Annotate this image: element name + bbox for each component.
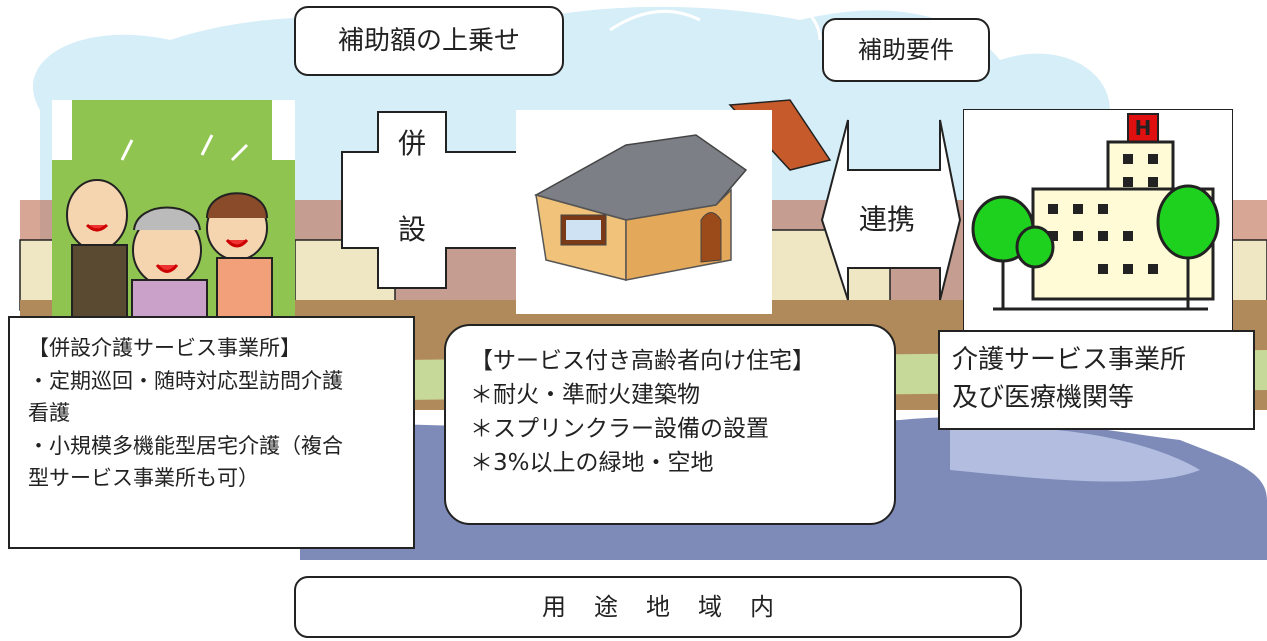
care-service-line-3: ・小規模多機能型居宅介護（複合 — [28, 433, 343, 458]
renkei-label: 連携 — [858, 203, 915, 236]
elderly-housing-item-3: ＊3%以上の緑地・空地 — [470, 450, 714, 477]
subsidy-addition-label: 補助額の上乗せ — [294, 6, 564, 76]
medical-institution-line-2: 及び医療機関等 — [952, 382, 1135, 413]
cloud-lines — [609, 0, 822, 41]
medical-institution-line-1: 介護サービス事業所 — [952, 345, 1187, 375]
hospital-illustration: H — [963, 109, 1233, 332]
medical-institution-box: 介護サービス事業所 及び医療機関等 — [938, 330, 1255, 430]
zoning-area-label: 用途地域内 — [294, 576, 1022, 638]
elderly-housing-title: 【サービス付き高齢者向け住宅】 — [470, 348, 815, 374]
subsidy-requirement-label: 補助要件 — [822, 18, 990, 82]
care-service-office-title: 【併設介護サービス事業所】 — [28, 336, 301, 360]
care-service-line-2: 看護 — [28, 401, 70, 426]
elderly-housing-box: 【サービス付き高齢者向け住宅】 ＊耐火・準耐火建築物 ＊スプリンクラー設備の設置… — [444, 324, 896, 525]
care-service-office-box: 【併設介護サービス事業所】 ・定期巡回・随時対応型訪問介護 看護 ・小規模多機能… — [8, 316, 415, 549]
elderly-housing-item-2: ＊スプリンクラー設備の設置 — [470, 416, 769, 443]
heisetsu-char-1: 併 — [397, 127, 426, 160]
svg-text:H: H — [1135, 116, 1152, 140]
elderly-people-illustration — [52, 100, 295, 317]
care-service-line-1: ・定期巡回・随時対応型訪問介護 — [28, 368, 343, 393]
house-illustration — [516, 110, 772, 314]
renkei-double-arrow — [820, 119, 962, 301]
care-service-line-4: 型サービス事業所も可） — [28, 466, 259, 491]
elderly-housing-item-1: ＊耐火・準耐火建築物 — [470, 382, 700, 409]
heisetsu-char-2: 設 — [397, 213, 426, 246]
heisetsu-arrow — [341, 111, 521, 289]
river-highlight — [950, 427, 1200, 482]
